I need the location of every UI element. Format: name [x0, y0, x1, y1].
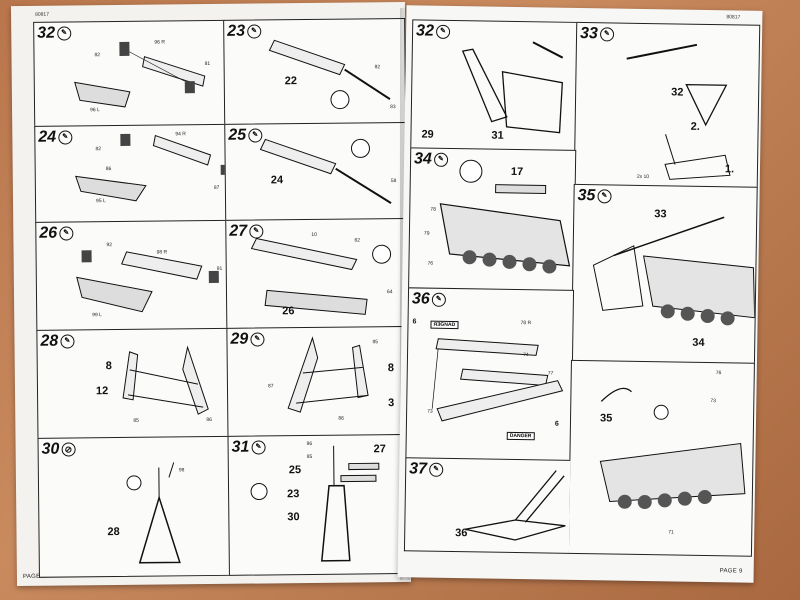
assembly-diagram [287, 336, 369, 413]
assembly-diagram [465, 470, 566, 541]
step-panel-27: 27✎ 10 26 62 64 [225, 217, 409, 330]
assembly-diagram [250, 445, 380, 562]
step-panel-31-left: 31✎ 27 25 23 30 86 85 [227, 433, 411, 576]
step-panel-28: 28✎ 8 12 85 86 [36, 327, 230, 440]
assembly-diagram [76, 250, 219, 313]
step-panel-37: 37✎ 36 [403, 457, 571, 554]
assembly-diagram [122, 345, 209, 415]
step-panel-26: 26✎ 92 98 R 91 99 L [35, 219, 229, 332]
step-panel-32-right: 32✎ 29 31 [410, 19, 579, 152]
step-panel-25: 25✎ 24 58 [224, 121, 408, 222]
page-code: 80817 [726, 14, 741, 21]
assembly-diagram [74, 41, 206, 108]
step-panel-30: 30⊘ 28 98 [37, 435, 231, 578]
assembly-diagram [250, 237, 392, 315]
page-code: 80817 [35, 11, 50, 18]
left-instruction-page: 80817 PAGE 8 32✎ 82 96 R 81 96 L 23✎ 22 … [10, 1, 412, 587]
assembly-diagram [268, 39, 391, 110]
assembly-diagram [626, 43, 731, 180]
tank-assembly-diagram [592, 216, 756, 326]
step-panel-29: 29✎ 8 3 85 87 86 [226, 325, 410, 438]
assembly-diagram [75, 133, 227, 202]
step-panel-24: 24✎ 82 94 R 86 95 L 87 [34, 123, 228, 224]
warning-label-mirrored: ЯƎGNAD [430, 320, 459, 330]
step-panel-23: 23✎ 22 82 83 [223, 17, 407, 126]
warning-label: DANGER [506, 431, 535, 441]
step-panel-35: 35✎ 33 34 [570, 183, 758, 365]
tank-crane-diagram [599, 387, 746, 510]
step-panel-32-left: 32✎ 82 96 R 81 96 L [33, 19, 227, 128]
step-panel-33: 33✎ 32 2. 1. 2x 10 [573, 21, 761, 189]
assembly-diagram [461, 41, 564, 134]
right-instruction-page: 80817 PAGE 9 32✎ 29 31 33✎ 32 2. 1. 2x 1… [397, 5, 763, 583]
tank-hull-diagram [439, 159, 571, 274]
page-footer: PAGE 9 [719, 568, 743, 575]
step-panel-37-upper [567, 359, 755, 557]
assembly-diagram [259, 138, 392, 204]
step-panel-34: 34✎ 17 78 79 76 [408, 147, 577, 292]
assembly-diagram [126, 462, 181, 564]
step-panel-36: 36✎ 6 6 ЯƎGNAD DANGER 78 R 74 77 73 [405, 287, 575, 462]
assembly-diagram [431, 338, 564, 422]
